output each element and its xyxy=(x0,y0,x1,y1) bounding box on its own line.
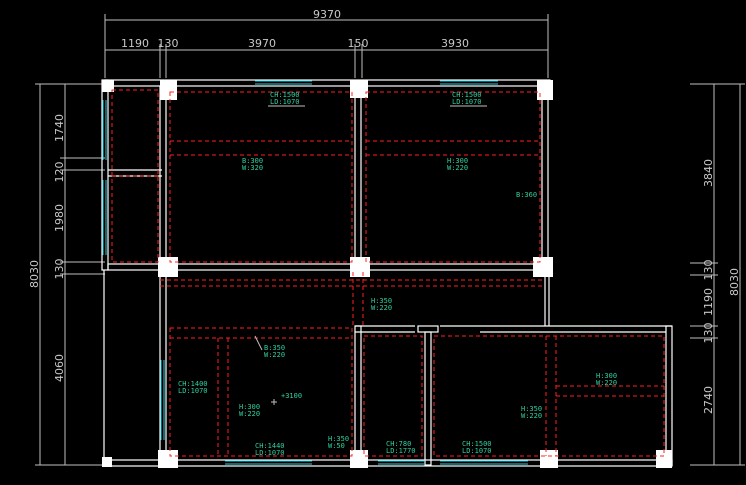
label-beam-lower-right-1: H:350 xyxy=(521,405,542,413)
dim-right-seg-5: 2740 xyxy=(702,386,715,414)
windows xyxy=(102,80,528,465)
label-win-left-1: CH:1400 xyxy=(178,380,208,388)
dim-left-seg-2: 120 xyxy=(53,162,66,183)
walls xyxy=(101,79,673,467)
dim-top-seg-4: 150 xyxy=(348,37,369,50)
annotations: CH:1500 LD:1070 CH:1500 LD:1070 B:300 W:… xyxy=(178,91,617,457)
dim-left-seg-3: 1980 xyxy=(53,204,66,232)
dim-top-seg-3: 3970 xyxy=(248,37,276,50)
label-win-bottom-3-2: LD:1070 xyxy=(462,447,492,455)
label-win-top-left-2: LD:1070 xyxy=(270,98,300,106)
label-win-bottom-3-1: CH:1500 xyxy=(462,440,492,448)
dim-right-seg-1: 3840 xyxy=(702,159,715,187)
label-beam-lower-mid-2: W:220 xyxy=(239,410,260,418)
label-beam-lower-mid-1: H:300 xyxy=(239,403,260,411)
label-win-bottom-1-2: LD:1070 xyxy=(255,449,285,457)
dim-top-seg-1: 1190 xyxy=(121,37,149,50)
columns xyxy=(102,80,672,468)
label-beam-bottom-small-2: W:50 xyxy=(328,442,345,450)
right-dimensions: 8030 3840 130 1190 130 2740 xyxy=(690,83,745,466)
dim-top-seg-2: 130 xyxy=(158,37,179,50)
top-dimensions: 9370 1190 130 3970 150 3930 xyxy=(104,8,549,78)
dim-right-total: 8030 xyxy=(728,268,741,296)
label-beam-lower-right-2: W:220 xyxy=(521,412,542,420)
label-beam-far-right-2: W:220 xyxy=(596,379,617,387)
label-beam-center-2: W:220 xyxy=(371,304,392,312)
label-beam-lower-left-2: W:220 xyxy=(264,351,285,359)
dim-left-total: 8030 xyxy=(28,260,41,288)
label-beam-top-left-1: B:300 xyxy=(242,157,263,165)
label-beam-top-left-2: W:320 xyxy=(242,164,263,172)
label-beam-far-right-1: H:300 xyxy=(596,372,617,380)
label-win-top-right-1: CH:1500 xyxy=(452,91,482,99)
dim-left-seg-4: 130 xyxy=(53,259,66,280)
label-beam-lower-left-1: B:350 xyxy=(264,344,285,352)
beams xyxy=(111,89,665,457)
label-win-bottom-1-1: CH:1440 xyxy=(255,442,285,450)
label-win-top-left-1: CH:1500 xyxy=(270,91,300,99)
left-dimensions: 8030 1740 120 1980 130 4060 xyxy=(28,83,105,466)
label-beam-top-right-2: W:220 xyxy=(447,164,468,172)
label-win-top-right-2: LD:1070 xyxy=(452,98,482,106)
label-win-left-2: LD:1070 xyxy=(178,387,208,395)
label-elevation: +3100 xyxy=(281,392,302,400)
label-beam-top-right-1: H:300 xyxy=(447,157,468,165)
dim-right-seg-4: 130 xyxy=(702,323,715,344)
dim-top-total: 9370 xyxy=(313,8,341,21)
dim-left-seg-1: 1740 xyxy=(53,114,66,142)
label-win-bottom-2-1: CH:780 xyxy=(386,440,411,448)
label-beam-center-1: H:350 xyxy=(371,297,392,305)
dim-left-seg-5: 4060 xyxy=(53,354,66,382)
label-beam-right-vert: B:360 xyxy=(516,191,537,199)
label-beam-bottom-small-1: H:350 xyxy=(328,435,349,443)
dim-right-seg-2: 130 xyxy=(702,260,715,281)
dim-right-seg-3: 1190 xyxy=(702,288,715,316)
label-win-bottom-2-2: LD:1770 xyxy=(386,447,416,455)
dim-top-seg-5: 3930 xyxy=(441,37,469,50)
